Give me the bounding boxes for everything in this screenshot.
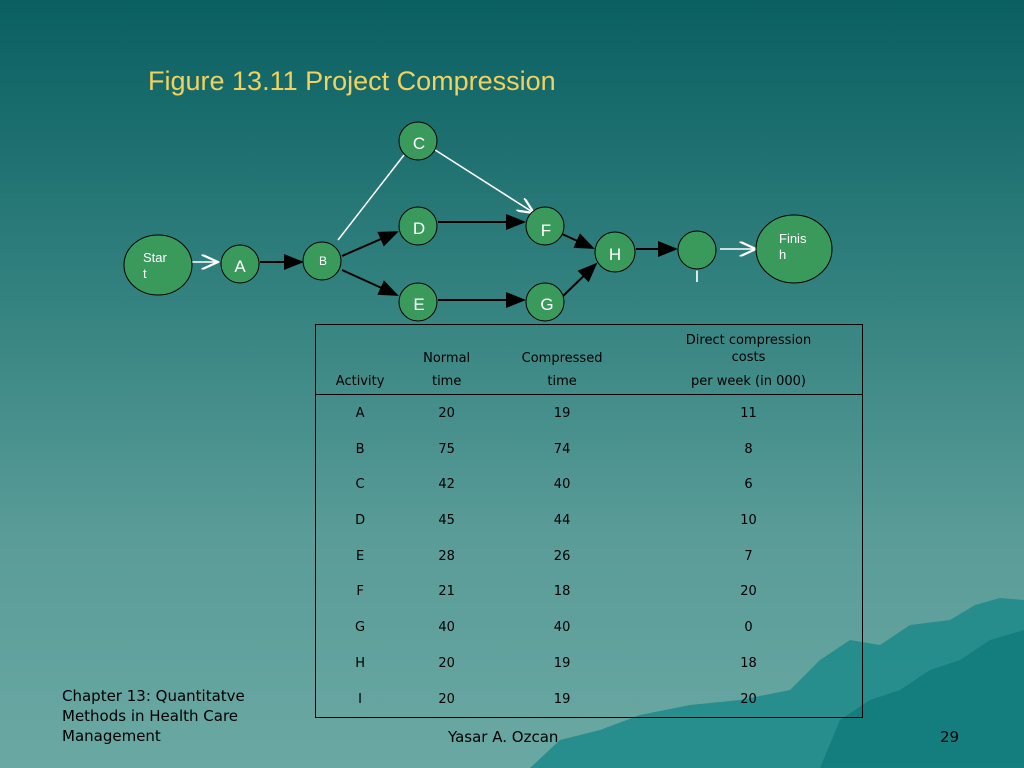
node-h: H <box>594 231 636 273</box>
cell-activity: C <box>355 477 365 493</box>
cell-normal-time: 45 <box>438 512 455 528</box>
chapter-footer: Chapter 13: Quantitatve Methods in Healt… <box>62 687 245 745</box>
node-finish: Finis h <box>755 214 833 284</box>
cell-compressed-time: 44 <box>553 512 571 528</box>
node-e-label: E <box>413 295 424 314</box>
header-direct-top-2: costs <box>731 349 766 365</box>
cell-normal-time: 40 <box>438 620 455 636</box>
table-row: B 75 74 8 <box>316 431 863 467</box>
cell-normal-time: 42 <box>438 477 455 493</box>
header-normal-bottom: time <box>404 367 490 396</box>
cell-normal-time: 20 <box>438 655 455 671</box>
node-a-label: A <box>234 257 246 276</box>
cell-direct-cost: 6 <box>744 477 753 493</box>
table-row: C 42 40 6 <box>316 467 863 503</box>
cell-direct-cost: 0 <box>744 620 753 636</box>
node-i: I <box>677 230 717 286</box>
cell-compressed-time: 40 <box>553 477 571 493</box>
node-finish-label-1: Finis <box>779 231 807 246</box>
cell-activity: D <box>355 512 366 528</box>
cell-direct-cost: 11 <box>740 405 757 421</box>
cell-compressed-time: 19 <box>553 691 571 707</box>
cell-compressed-time: 19 <box>553 655 571 671</box>
header-activity: Activity <box>315 367 405 396</box>
network-diagram: Star t A B C D E F G H I Finis <box>123 121 833 322</box>
node-c-label: C <box>413 134 425 153</box>
author-footer: Yasar A. Ozcan <box>448 728 559 746</box>
node-f-label: F <box>541 221 551 240</box>
cell-normal-time: 20 <box>438 691 455 707</box>
node-i-label: I <box>695 267 700 286</box>
header-direct-top: Direct compression costs <box>635 325 862 368</box>
node-finish-label-2: h <box>779 247 786 262</box>
node-f: F <box>525 206 565 246</box>
header-compressed-top: Compressed <box>521 350 603 366</box>
edge-c-f <box>431 147 534 213</box>
node-start-label-2: t <box>143 266 147 281</box>
table-header-row-1: Normal Compressed Direct compression cos… <box>316 325 863 368</box>
cell-direct-cost: 7 <box>744 548 753 564</box>
node-e: E <box>398 282 438 322</box>
cell-activity: I <box>358 691 363 707</box>
page-number: 29 <box>940 728 960 746</box>
cell-compressed-time: 74 <box>553 441 571 457</box>
cell-compressed-time: 18 <box>553 584 571 600</box>
table-row: D 45 44 10 <box>316 503 863 539</box>
cell-activity: G <box>355 620 366 636</box>
node-d-label: D <box>413 219 425 238</box>
cell-normal-time: 28 <box>438 548 455 564</box>
table-row: H 20 19 18 <box>316 645 863 681</box>
cell-compressed-time: 19 <box>553 405 571 421</box>
node-b: B <box>302 241 342 281</box>
slide-title: Figure 13.11 Project Compression <box>148 66 556 96</box>
node-b-label: B <box>319 254 327 268</box>
header-normal-top: Normal <box>423 350 471 366</box>
node-c: C <box>398 121 438 161</box>
cell-direct-cost: 20 <box>740 584 757 600</box>
cell-normal-time: 21 <box>438 584 455 600</box>
node-h-label: H <box>609 245 621 264</box>
edge-b-e <box>341 269 399 296</box>
table-row: I 20 19 20 <box>316 681 863 717</box>
table-row: E 28 26 7 <box>316 538 863 574</box>
cell-activity: F <box>356 584 364 600</box>
node-a: A <box>220 244 260 284</box>
node-start: Star t <box>123 234 193 296</box>
cell-compressed-time: 26 <box>553 548 571 564</box>
cell-compressed-time: 40 <box>553 620 571 636</box>
header-direct-top-1: Direct compression <box>685 332 812 348</box>
header-direct-bottom: per week (in 000) <box>635 367 863 396</box>
edge-g-h <box>561 262 598 298</box>
edge-b-d <box>341 231 399 257</box>
cell-activity: B <box>355 441 365 457</box>
header-compressed-bottom: time <box>489 367 636 396</box>
edge-f-h <box>561 233 595 249</box>
compression-table: Normal Compressed Direct compression cos… <box>315 324 863 718</box>
cell-activity: E <box>355 548 365 564</box>
svg-text:Finis h: Finis h <box>779 231 810 262</box>
table-row: A 20 19 11 <box>316 395 863 431</box>
cell-activity: A <box>355 405 365 421</box>
header-activity-top <box>316 325 405 368</box>
cell-activity: H <box>355 655 365 671</box>
svg-text:Star t: Star t <box>143 250 170 281</box>
table-row: F 21 18 20 <box>316 574 863 610</box>
node-d: D <box>398 206 438 246</box>
node-start-label-1: Star <box>143 250 168 265</box>
edge-b-c <box>337 154 405 241</box>
cell-direct-cost: 18 <box>740 655 757 671</box>
cell-normal-time: 75 <box>438 441 455 457</box>
table-row: G 40 40 0 <box>316 610 863 646</box>
table-header-row-2: Activity time time per week (in 000) <box>315 367 863 396</box>
cell-direct-cost: 10 <box>740 512 757 528</box>
cell-direct-cost: 20 <box>740 691 757 707</box>
cell-direct-cost: 8 <box>744 441 753 457</box>
cell-normal-time: 20 <box>438 405 455 421</box>
node-g-label: G <box>540 295 553 314</box>
node-g: G <box>525 282 565 322</box>
